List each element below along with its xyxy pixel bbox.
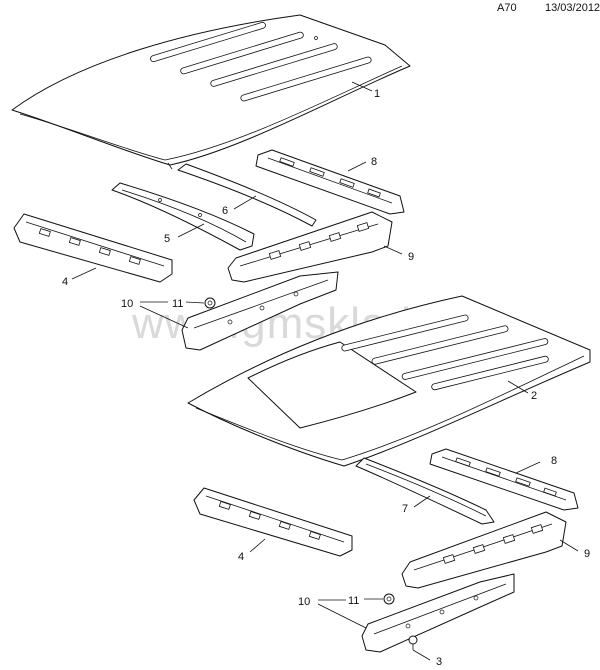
roof-panel-sunroof [187, 295, 591, 467]
callout-3: 3 [436, 656, 442, 668]
callout-8-lower: 8 [551, 455, 557, 467]
callout-labels: 1 2 3 4 4 5 6 7 8 8 9 9 10 10 11 11 [62, 88, 590, 668]
callout-11-top: 11 [172, 298, 183, 310]
nut-11-lower [383, 593, 395, 605]
callout-9-lower: 9 [584, 548, 590, 560]
callout-7: 7 [402, 503, 408, 515]
rear-header-8-top [255, 149, 405, 215]
callout-4-lower: 4 [238, 551, 244, 563]
callout-10-top: 10 [121, 298, 133, 310]
leader-lines [71, 81, 579, 661]
callout-9-top: 9 [408, 251, 414, 263]
diagram-date: 13/03/2012 [545, 2, 600, 14]
diagram-code: A70 [497, 2, 517, 14]
bracket-9-top [227, 211, 393, 283]
bracket-9-lower [401, 511, 567, 589]
roof-panel [11, 14, 411, 170]
callout-10-lower: 10 [298, 596, 310, 608]
callout-6: 6 [222, 205, 228, 217]
reinforcement-10-lower [361, 573, 515, 653]
rear-header-8-lower [429, 448, 579, 511]
front-header-5-top [111, 182, 255, 251]
callout-4-top: 4 [62, 276, 68, 288]
callout-11-lower: 11 [348, 595, 359, 607]
callout-5: 5 [164, 233, 170, 245]
header-7 [355, 457, 495, 525]
roof-rail-4-top [13, 213, 173, 283]
callout-8-top: 8 [371, 156, 377, 168]
callout-1: 1 [374, 88, 380, 100]
reinforcement-10-top [181, 271, 339, 351]
nut-11-top [204, 297, 216, 309]
roof-rail-4-lower [193, 487, 353, 557]
roof-bow-6 [177, 163, 317, 227]
bolt-3 [408, 635, 418, 650]
callout-2: 2 [531, 390, 537, 402]
